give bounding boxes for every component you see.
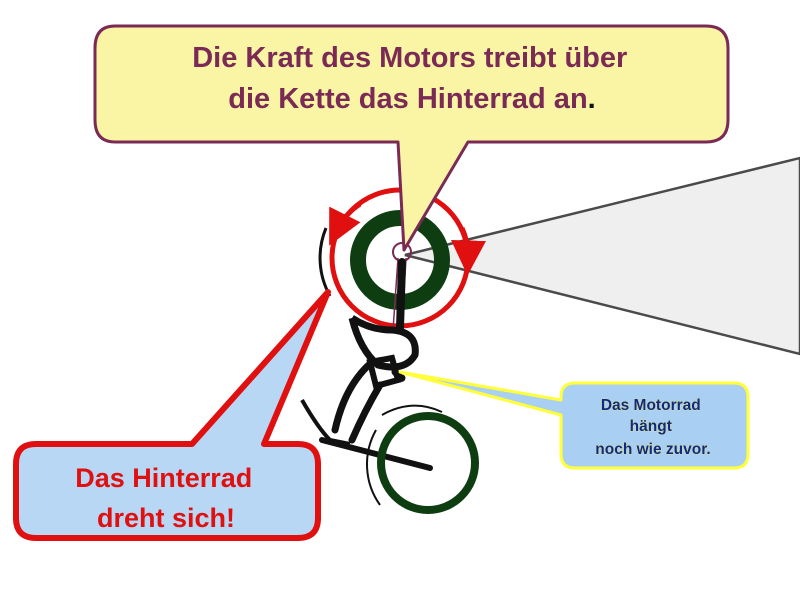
- right-callout-bubble: [398, 370, 750, 470]
- left-callout-bubble: [13, 289, 331, 541]
- left-callout-line1: Das Hinterrad: [75, 463, 252, 493]
- left-callout-line2: dreht sich!: [97, 503, 235, 533]
- top-callout-line1: Die Kraft des Motors treibt über: [192, 42, 627, 74]
- top-callout-line2: die Kette das Hinterrad an: [228, 83, 587, 115]
- handlebar: [319, 437, 433, 471]
- left-callout-text: Das Hinterrad dreht sich!: [75, 463, 257, 533]
- rear-wheel-outer-arc: [318, 227, 332, 297]
- frame-upper: [348, 315, 419, 371]
- right-callout-line1: Das Motorrad: [601, 397, 701, 414]
- right-callout-line3: noch wie zuvor.: [595, 441, 710, 458]
- frame-down: [331, 358, 406, 444]
- rotation-arrow-right: [451, 226, 487, 276]
- top-callout-line2-period: .: [588, 83, 596, 115]
- rotation-arrow-left: [329, 201, 362, 246]
- front-wheel-arc: [366, 429, 381, 506]
- right-callout-text: Das Motorrad hängt noch wie zuvor.: [595, 397, 710, 458]
- swingarm: [396, 258, 406, 332]
- light-beam: [404, 156, 800, 356]
- top-callout-bubble: [93, 24, 730, 252]
- front-mudguard: [381, 404, 443, 416]
- top-callout-text: Die Kraft des Motors treibt über die Ket…: [192, 42, 632, 115]
- front-wheel: [377, 412, 479, 514]
- right-callout-line2: hängt: [630, 418, 672, 435]
